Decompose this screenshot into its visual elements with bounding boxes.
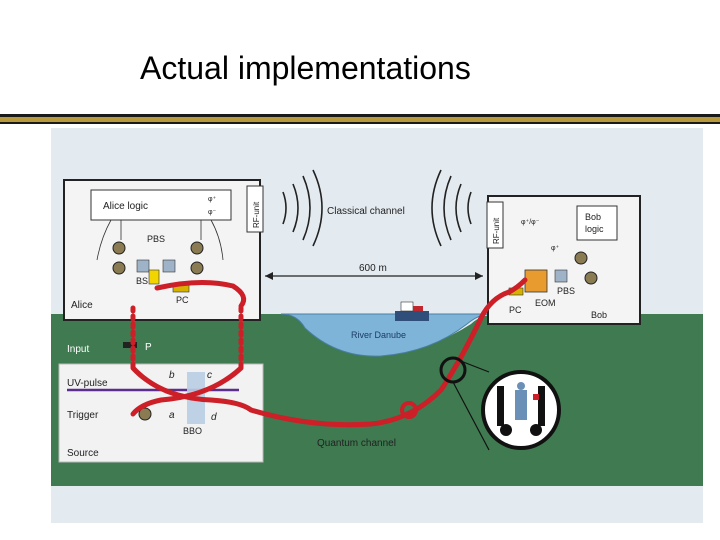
phi-minus-alice: φ⁻ — [208, 209, 217, 216]
bs-alice-block — [148, 269, 160, 285]
distance-label: 600 m — [359, 263, 387, 274]
rf-unit-bob-box — [486, 201, 504, 249]
slide-title: Actual implementations — [140, 50, 471, 86]
trigger-label: Trigger — [67, 410, 99, 421]
bob-logic-box — [576, 205, 618, 241]
title-rule-gold — [0, 117, 720, 122]
river-label: River Danube — [351, 330, 406, 340]
quantum-cryptography-setup-diagram: River Danube Alice logic φ⁺ φ⁻ RF-unit A… — [51, 128, 703, 523]
title-rule-bottom — [0, 122, 720, 124]
detector-alice-2 — [190, 261, 204, 275]
input-label: Input — [67, 344, 89, 355]
phi-plus-bob: φ⁺ — [551, 245, 560, 252]
river-danube-water — [280, 313, 492, 357]
detector-alice-4 — [190, 241, 204, 255]
pbs-bob-cube — [554, 269, 568, 283]
pbs-bob-label: PBS — [557, 286, 575, 296]
pc-bob-label: PC — [509, 305, 522, 315]
cable-inset-detail — [497, 382, 545, 436]
fiber-paths — [130, 277, 528, 428]
pc-alice-label: PC — [176, 295, 189, 305]
bs-alice-label: BS — [136, 276, 148, 286]
title-rule-top — [0, 114, 720, 117]
label-d: d — [211, 412, 217, 423]
polarizer-label: P — [145, 342, 152, 353]
bbo-label: BBO — [183, 426, 202, 436]
distance-arrow-left-head — [265, 272, 273, 280]
pbs-alice-label: PBS — [147, 234, 165, 244]
detector-alice-3 — [112, 261, 126, 275]
zoom-line-2 — [452, 381, 490, 451]
distance-arrow-right-head — [475, 272, 483, 280]
pbs-alice-cube-2 — [162, 259, 176, 273]
label-c: c — [207, 370, 212, 381]
alice-label: Alice — [71, 300, 93, 311]
label-a: a — [169, 410, 175, 421]
detector-source — [138, 407, 152, 421]
alice-wires — [96, 219, 224, 261]
detector-bob-1 — [574, 251, 588, 265]
rf-unit-bob-label: RF-unit — [492, 217, 501, 244]
alice-logic-box — [90, 189, 232, 221]
pbs-alice-cube — [136, 259, 150, 273]
bob-logic-label-2: logic — [585, 224, 604, 234]
phi-bob-label: φ⁺/φ⁻ — [521, 219, 540, 226]
detector-bob-2 — [584, 271, 598, 285]
boat-icon — [395, 301, 429, 321]
rf-unit-alice-box — [246, 185, 264, 233]
uv-pulse-label: UV-pulse — [67, 378, 108, 389]
classical-channel-label: Classical channel — [327, 206, 405, 217]
detector-alice-1 — [112, 241, 126, 255]
bob-label: Bob — [591, 310, 607, 320]
eom-block — [524, 269, 548, 293]
eom-label: EOM — [535, 298, 556, 308]
quantum-channel-label: Quantum channel — [317, 438, 396, 449]
polarizer-block — [123, 342, 137, 348]
phi-plus-alice: φ⁺ — [208, 196, 217, 203]
label-b: b — [169, 370, 175, 381]
zoom-line-1 — [452, 357, 490, 373]
bob-logic-label-1: Bob — [585, 212, 601, 222]
classical-channel-waves — [282, 169, 472, 247]
rf-unit-alice-label: RF-unit — [252, 201, 261, 228]
source-label: Source — [67, 448, 99, 459]
alice-logic-label: Alice logic — [103, 201, 148, 212]
